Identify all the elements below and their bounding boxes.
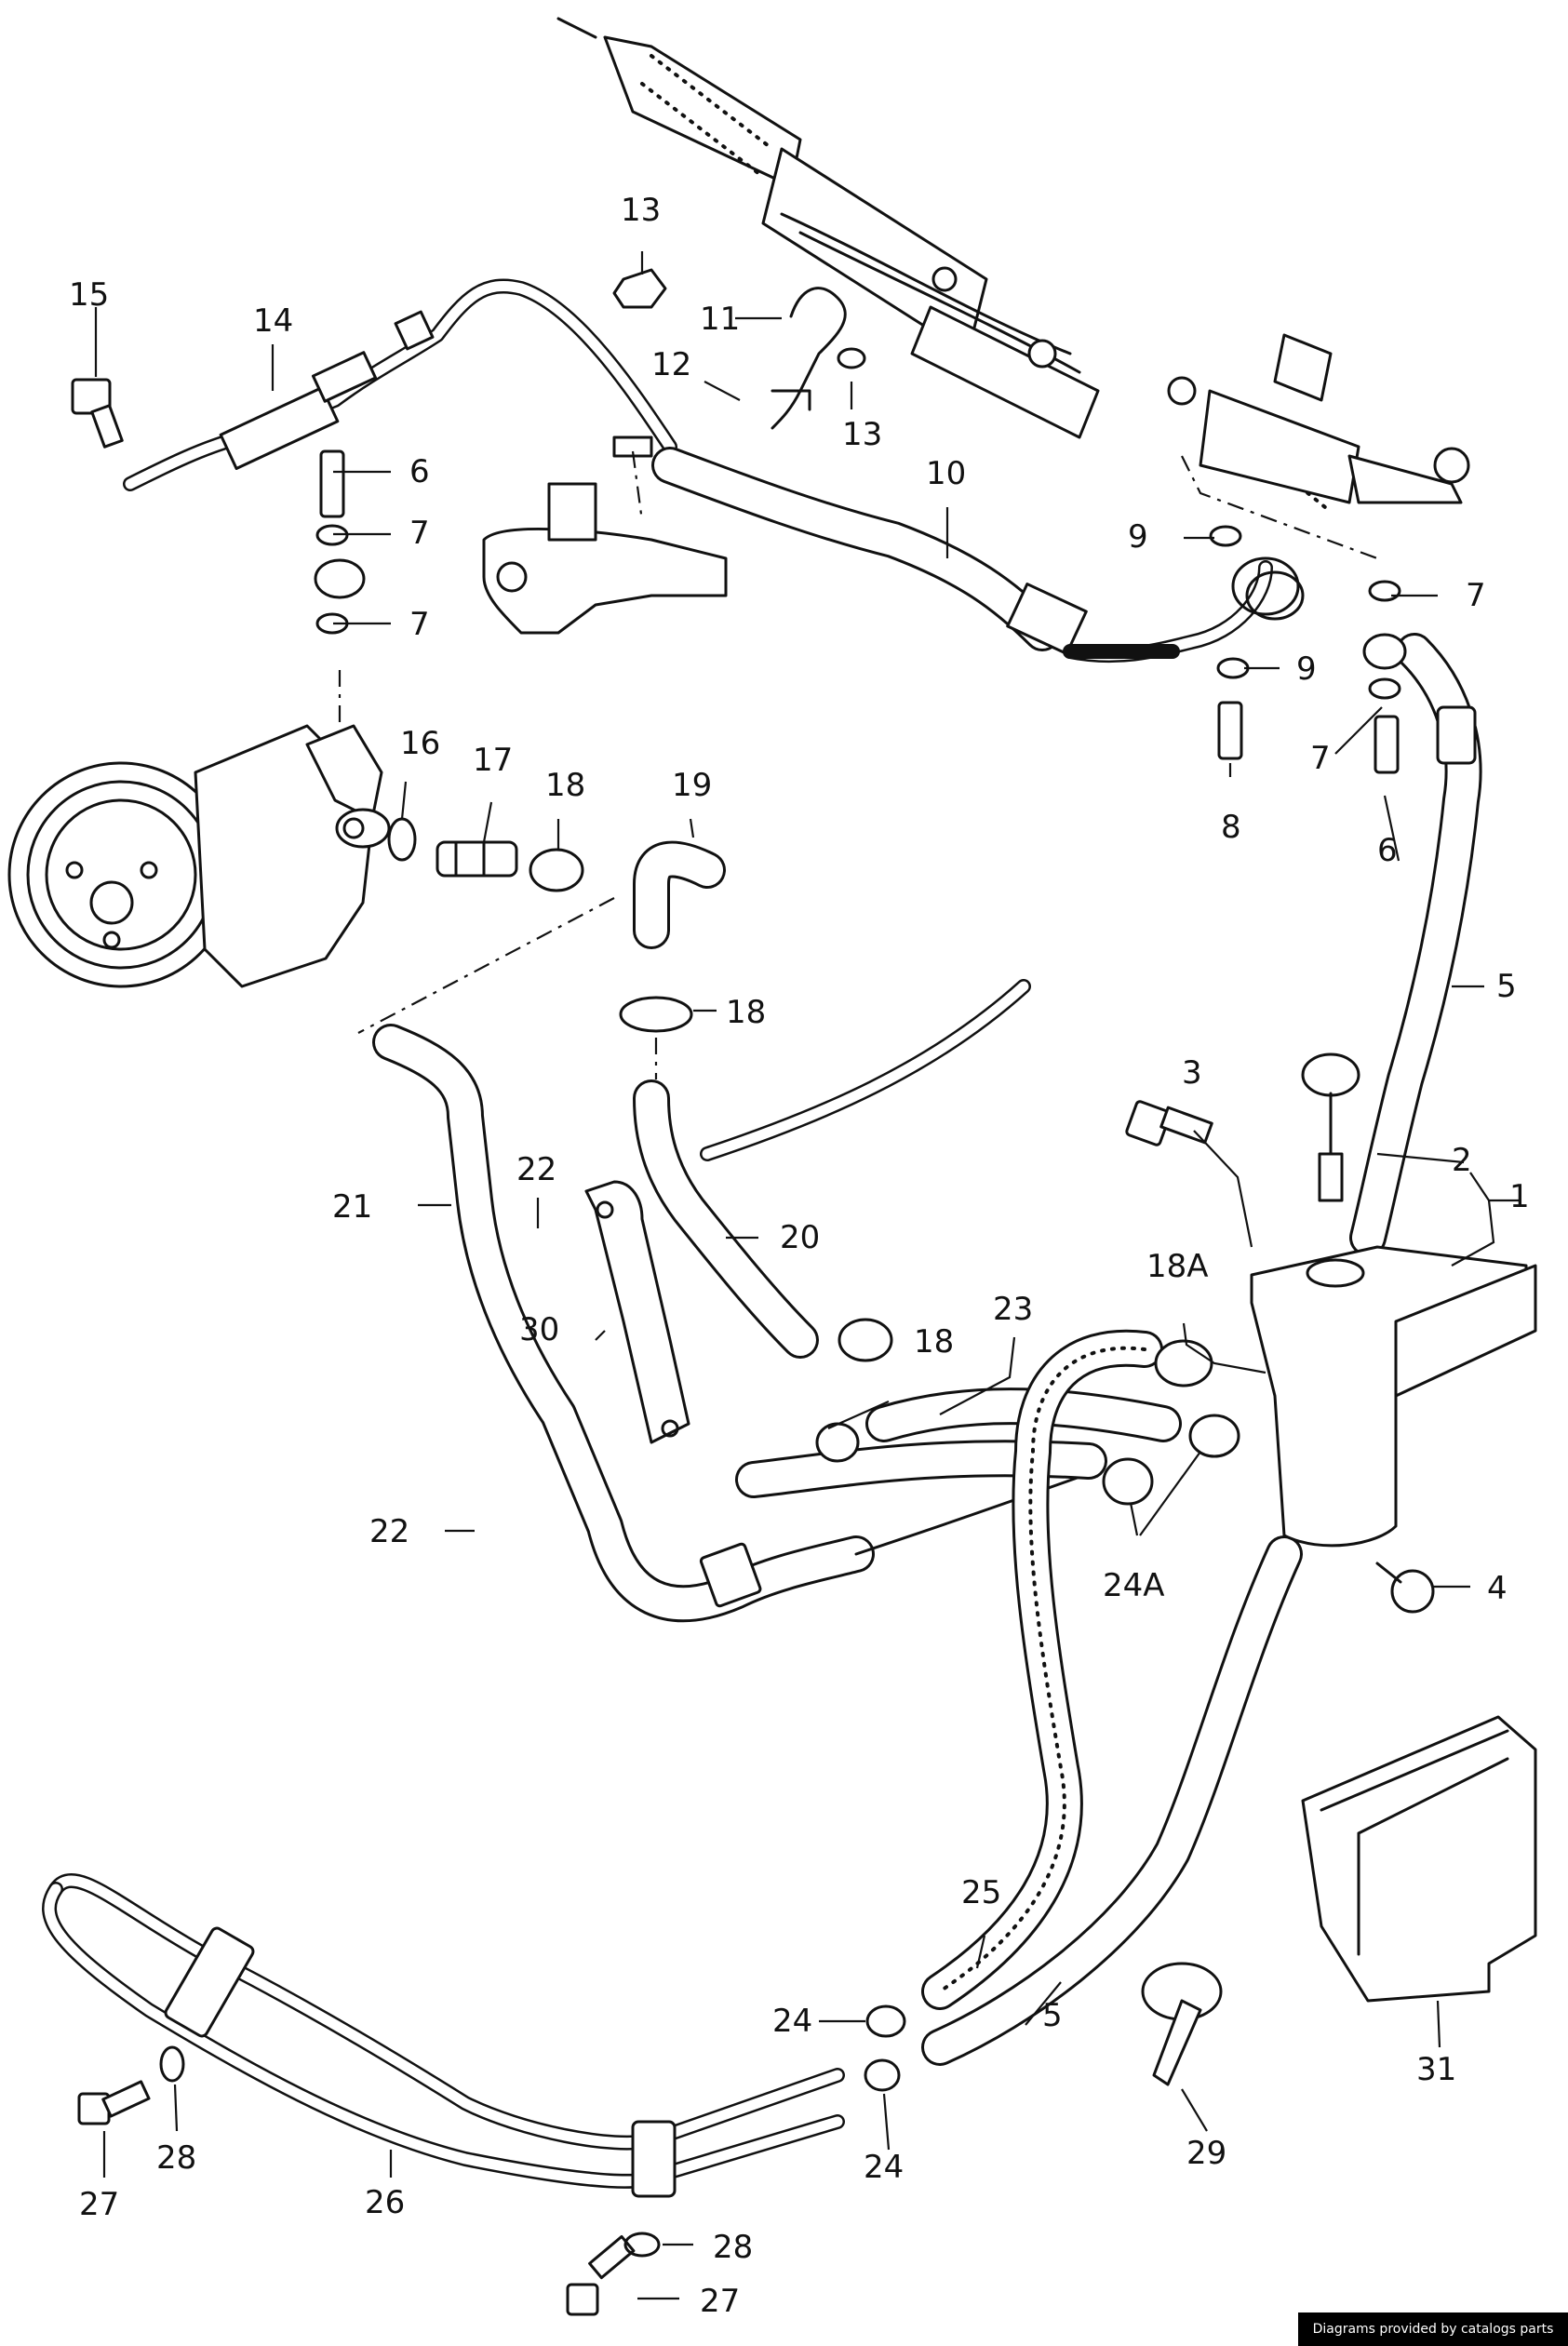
clamp-18-top [529, 848, 584, 892]
callout-17: 17 [473, 742, 513, 779]
washers-7-9 [315, 524, 1401, 700]
callout-6-left: 6 [409, 453, 430, 490]
callout-14: 14 [253, 302, 293, 340]
callout-8: 8 [1221, 809, 1241, 846]
bracket-30 [584, 1180, 690, 1444]
callout-4: 4 [1487, 1570, 1508, 1607]
callout-24A: 24A [1103, 1567, 1165, 1604]
callout-13-right: 13 [842, 416, 882, 453]
callout-18A: 18A [1146, 1248, 1209, 1285]
callout-9-bottom: 9 [1296, 650, 1317, 688]
callout-29: 29 [1186, 2135, 1226, 2172]
tray-31 [1301, 1715, 1537, 2003]
hose-5-lower [921, 1535, 1303, 2066]
seal-16 [387, 817, 417, 862]
callout-23: 23 [993, 1291, 1033, 1328]
pressure-hose-14 [123, 278, 677, 491]
callout-28-bottom: 28 [713, 2229, 753, 2266]
callout-9-top: 9 [1128, 518, 1148, 556]
clamp-18-mid [619, 996, 693, 1033]
bolt-3 [1125, 1100, 1213, 1146]
callout-22-top: 22 [516, 1151, 556, 1188]
callout-25: 25 [961, 1874, 1001, 1911]
steering-pump [7, 724, 391, 988]
cooler-loop-26 [42, 1872, 845, 2198]
callout-24-lower: 24 [864, 2149, 904, 2186]
bracket-11 [771, 287, 847, 430]
fasteners-27-28 [77, 2045, 661, 2316]
callout-1: 1 [1509, 1178, 1530, 1215]
union-17 [436, 840, 518, 878]
hose-23 [735, 1387, 1182, 1498]
callout-15: 15 [69, 276, 109, 314]
credit-badge: Diagrams provided by catalogs parts [1298, 2312, 1568, 2346]
leader-lines [94, 251, 1521, 2300]
filler-cap [1301, 1052, 1360, 1202]
callout-21: 21 [332, 1188, 372, 1226]
callout-7-right-top: 7 [1466, 577, 1486, 614]
steering-rack [556, 17, 1470, 514]
callout-7-left-top: 7 [409, 515, 430, 552]
callout-3: 3 [1182, 1054, 1202, 1092]
callout-6-right: 6 [1377, 832, 1398, 869]
callout-18-lower: 18 [914, 1323, 954, 1361]
clamps-24 [864, 2004, 906, 2092]
return-line-coil [1063, 556, 1305, 659]
callout-31: 31 [1416, 2051, 1456, 2088]
hose-25 [921, 1329, 1163, 2010]
reservoir [1250, 1245, 1537, 1548]
assembly-dash-lines [338, 450, 1378, 1079]
callout-10: 10 [926, 455, 966, 492]
callout-12: 12 [651, 346, 691, 383]
callout-labels: 1 2 3 4 5 5 6 6 7 7 7 7 8 9 9 10 11 12 1… [69, 192, 1530, 2320]
callout-11: 11 [700, 301, 740, 338]
callout-2: 2 [1452, 1142, 1472, 1179]
callout-22-bottom: 22 [369, 1513, 409, 1550]
clamps-24A [1102, 1414, 1240, 1506]
bolts-6-8 [314, 449, 1407, 774]
return-hose-21 [372, 1024, 1100, 1623]
callout-27-left: 27 [79, 2186, 119, 2223]
callout-20: 20 [780, 1219, 820, 1256]
nut-13 [612, 268, 866, 369]
callout-18-middle: 18 [726, 994, 766, 1031]
callout-18-top: 18 [545, 767, 585, 804]
callout-26: 26 [365, 2184, 405, 2221]
callout-7-right-bottom: 7 [1310, 740, 1331, 777]
callout-27-bottom: 27 [700, 2283, 740, 2320]
callout-13-top: 13 [621, 192, 661, 229]
clamp-29 [1141, 1962, 1223, 2086]
clamp-18-lower [815, 1422, 860, 1463]
plug-4 [1375, 1562, 1435, 1614]
suction-hose-20 [633, 979, 1031, 1362]
callout-19: 19 [672, 767, 712, 804]
callout-24-upper: 24 [772, 2003, 812, 2040]
pressure-hose-10 [651, 447, 1273, 664]
callout-5-upper: 5 [1496, 968, 1517, 1005]
clamp-18A [1154, 1339, 1213, 1387]
hose-5-upper [1349, 633, 1482, 1256]
callout-5-lower: 5 [1042, 1997, 1063, 2034]
bracket-mount [482, 436, 728, 635]
callout-30: 30 [519, 1311, 559, 1348]
elbow-hose-19 [633, 840, 726, 949]
bolt-15 [71, 378, 124, 449]
callout-16: 16 [400, 725, 440, 762]
callout-7-left-bottom: 7 [409, 606, 430, 643]
callout-28-left: 28 [156, 2139, 196, 2177]
